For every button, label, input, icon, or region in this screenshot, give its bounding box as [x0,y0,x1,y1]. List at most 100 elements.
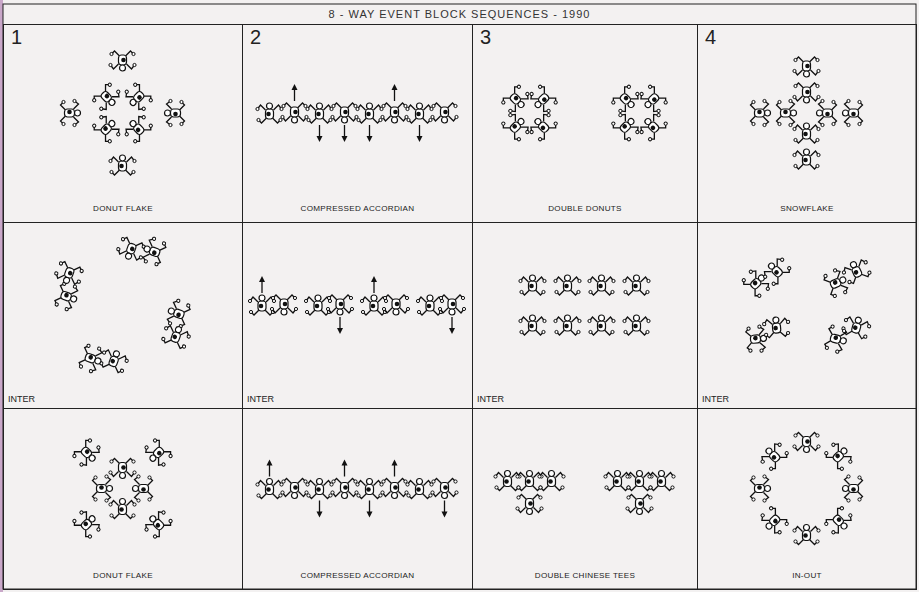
jumper-grip [82,521,89,528]
jumper-hand [539,496,542,499]
jumper-hand [538,137,543,142]
jumper-figure [121,112,154,145]
jumper-figure [109,499,136,519]
jumper-hand [89,369,93,373]
jumper-grip [172,334,178,340]
jumper-hand [538,475,541,478]
jumper-figure [822,504,855,537]
jumper-body [171,109,181,117]
jumper-body [803,61,811,71]
jumper-hand [124,90,129,95]
jumper-hand [92,123,97,128]
jumper-hand [357,494,360,497]
jumper-figure [554,315,581,335]
jumper-hand [821,123,824,126]
jumper-hand [577,290,580,293]
jumper-grip [293,485,298,490]
jumper-grip [658,479,663,484]
jumper-body [97,485,107,493]
jumper-hand [307,118,310,121]
jumper-hand [627,85,632,90]
jumper-head [637,509,643,515]
jumper-head [599,275,605,281]
jumper-hand [561,486,564,489]
jumper-limb [780,516,789,525]
jumper-hand [72,454,77,459]
jumper-figure [793,433,820,453]
jumper-hand [858,100,861,103]
jumper-hand [110,460,113,463]
jumper-head [367,479,373,485]
jumper-figure [609,110,642,143]
jumper-hand [517,85,522,90]
jumper-hand [793,69,796,72]
jumper-hand [116,132,121,137]
jumper-hand [816,138,819,141]
jumper-grip [266,487,271,492]
jumper-hand [864,260,868,264]
jumper-body [658,477,666,487]
jumper-body [336,299,344,309]
jumper-head [659,471,665,477]
jumper-hand [105,499,108,502]
jumper-figure [751,99,771,126]
jumper-hand [752,476,755,479]
formation-name: INTER [247,394,274,404]
jumper-hand [764,333,767,336]
jumper-limb [649,85,658,94]
jumper-head [63,277,71,285]
jumper-limb [539,85,548,94]
jumper-head [534,117,542,125]
jumper-hand [833,268,837,272]
jumper-hand [332,104,335,107]
jumper-hand [763,123,766,126]
sequence-cell: 4SNOWFLAKE [697,24,917,223]
jumper-hand [647,279,650,282]
jumper-hand [349,296,352,299]
jumper-body [316,109,324,119]
jumper-figure [431,479,458,499]
jumper-hand [281,491,284,494]
jumper-hand [144,259,148,263]
move-arrow [451,317,452,329]
move-arrowhead [259,276,265,282]
jumper-head [534,100,542,108]
jumper-grip [614,479,619,484]
jumper-hand [462,307,465,310]
move-arrow [344,125,345,137]
jumper-hand [847,499,850,502]
jumper-hand [635,92,640,97]
jumper-figure [304,295,331,315]
jumper-head [149,454,157,462]
jumper-hand [847,99,850,102]
jumper-hand [752,100,755,103]
jumper-limb [102,83,111,92]
jumper-hand [824,522,829,527]
jumper-figure [626,471,653,491]
jumper-hand [793,529,796,532]
jumper-hand [794,138,797,141]
jumper-hand [842,270,846,274]
jumper-hand [649,486,652,489]
jumper-body [529,321,537,331]
jumper-body [341,107,349,117]
jumper-head [367,103,373,109]
jumper-figure [793,525,820,545]
jumper-hand [766,286,771,291]
jumper-figure [164,297,192,329]
jumper-hand [109,471,112,474]
jumper-hand [794,58,797,61]
jumper-figure [757,504,790,537]
jumper-limb [621,85,630,94]
jumper-grip [541,96,548,103]
jumper-figure [843,99,863,126]
jumper-head [107,486,113,492]
jumper-body [441,483,449,493]
jumper-hand [168,454,173,459]
jumper-hand [612,319,615,322]
jumper-limb [154,438,163,447]
jumper-hand [646,330,649,333]
jumper-body [391,483,399,493]
jumper-hand [831,530,836,535]
